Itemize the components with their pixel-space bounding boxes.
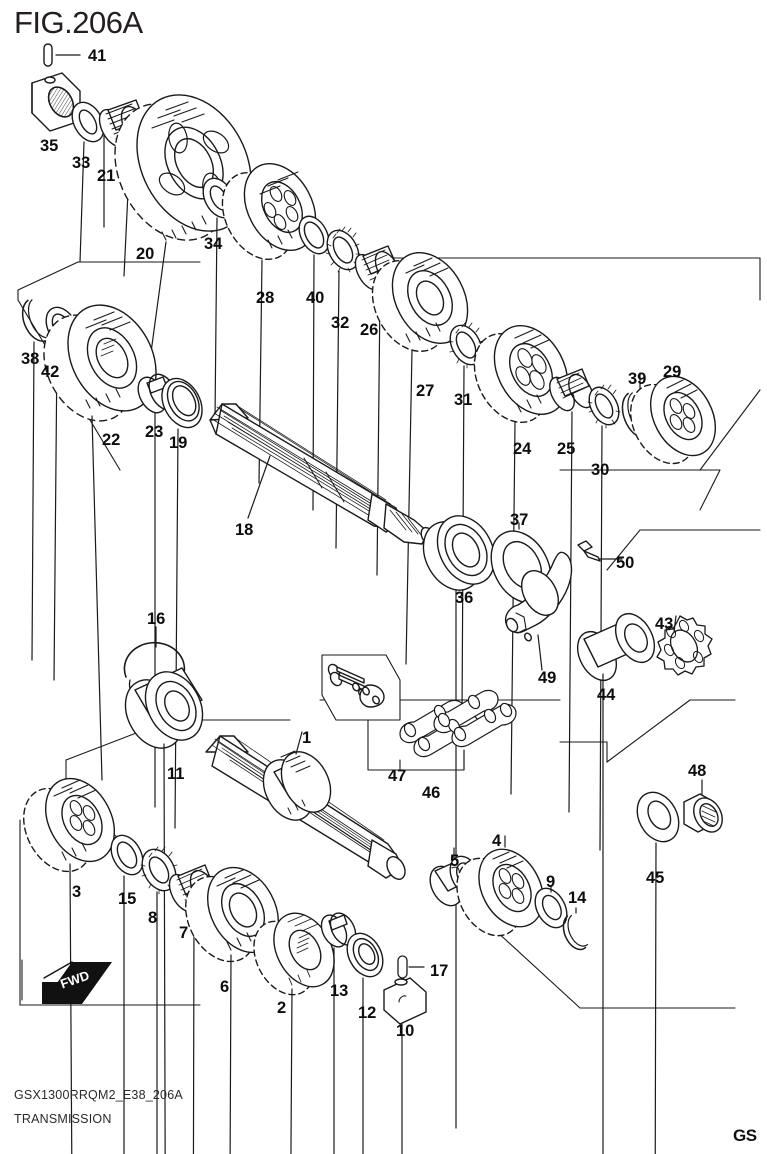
part-callout-46[interactable]: 46 [422, 784, 441, 802]
part-callout-23[interactable]: 23 [145, 423, 164, 441]
part-callout-39[interactable]: 39 [628, 370, 647, 388]
part-callout-48[interactable]: 48 [688, 762, 707, 780]
part-callout-36[interactable]: 36 [455, 589, 474, 607]
part-callout-2[interactable]: 2 [277, 999, 287, 1017]
part-callout-5[interactable]: 5 [450, 852, 460, 870]
part-callout-12[interactable]: 12 [358, 1004, 377, 1022]
part-callout-40[interactable]: 40 [306, 289, 325, 307]
part-callout-47[interactable]: 47 [388, 767, 407, 785]
part-callout-21[interactable]: 21 [97, 167, 116, 185]
part-callout-6[interactable]: 6 [220, 978, 230, 996]
part-callout-42[interactable]: 42 [41, 363, 60, 381]
part-callout-43[interactable]: 43 [655, 615, 674, 633]
part-callout-8[interactable]: 8 [148, 909, 158, 927]
figure-title: FIG.206A [14, 5, 143, 40]
part-callout-19[interactable]: 19 [169, 434, 188, 452]
section-name-footer: TRANSMISSION [14, 1112, 112, 1126]
model-code-footer: GSX1300RRQM2_E38_206A [14, 1088, 183, 1102]
part-callout-37[interactable]: 37 [510, 511, 529, 529]
part-callout-20[interactable]: 20 [136, 245, 155, 263]
part-callout-49[interactable]: 49 [538, 669, 557, 687]
part-callout-28[interactable]: 28 [256, 289, 275, 307]
part-callout-30[interactable]: 30 [591, 461, 610, 479]
part-callout-4[interactable]: 4 [492, 832, 502, 850]
part-callout-29[interactable]: 29 [663, 363, 682, 381]
part-callout-44[interactable]: 44 [597, 686, 616, 704]
part-callout-34[interactable]: 34 [204, 235, 223, 253]
part-callout-24[interactable]: 24 [513, 440, 532, 458]
part-callout-13[interactable]: 13 [330, 982, 349, 1000]
part-callout-38[interactable]: 38 [21, 350, 40, 368]
part-callout-27[interactable]: 27 [416, 382, 435, 400]
part-callout-18[interactable]: 18 [235, 521, 254, 539]
part-callout-14[interactable]: 14 [568, 889, 587, 907]
part-callout-15[interactable]: 15 [118, 890, 137, 908]
part-callout-17[interactable]: 17 [430, 962, 449, 980]
part-callout-31[interactable]: 31 [454, 391, 473, 409]
part-callout-3[interactable]: 3 [72, 883, 82, 901]
part-callout-11[interactable]: 11 [167, 765, 185, 783]
part-callout-35[interactable]: 35 [40, 137, 59, 155]
part-callout-32[interactable]: 32 [331, 314, 350, 332]
part-callout-22[interactable]: 22 [102, 431, 121, 449]
part-callout-33[interactable]: 33 [72, 154, 91, 172]
part-callout-26[interactable]: 26 [360, 321, 379, 339]
part-callout-25[interactable]: 25 [557, 440, 576, 458]
part-callout-41[interactable]: 41 [88, 47, 107, 65]
brand-logo: GS [733, 1126, 757, 1145]
part-callout-50[interactable]: 50 [616, 554, 635, 572]
part-callout-10[interactable]: 10 [396, 1022, 415, 1040]
part-callout-16[interactable]: 16 [147, 610, 166, 628]
part-callout-1[interactable]: 1 [302, 729, 312, 747]
part-callout-9[interactable]: 9 [546, 873, 556, 891]
part-callout-7[interactable]: 7 [179, 924, 189, 942]
part-callout-45[interactable]: 45 [646, 869, 665, 887]
